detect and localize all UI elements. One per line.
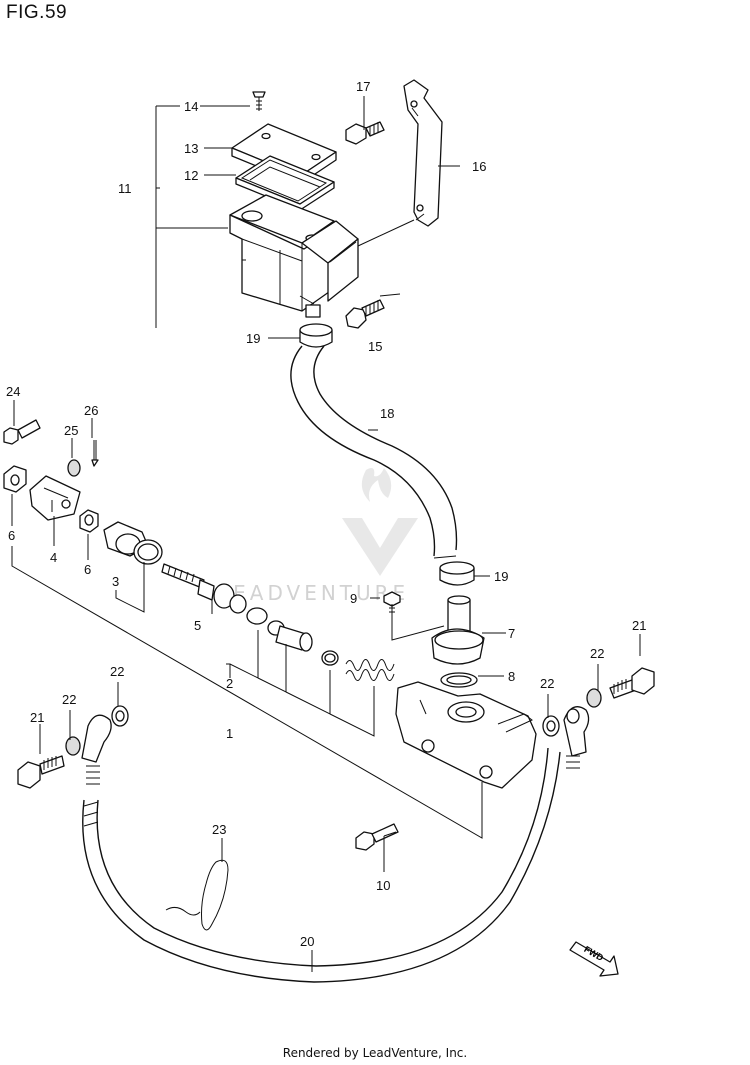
watermark-logo (342, 468, 418, 576)
callout-17: 17 (356, 79, 370, 94)
callout-22a: 22 (110, 664, 124, 679)
callout-6b: 6 (84, 562, 91, 577)
callout-5: 5 (194, 618, 201, 633)
leader-lines (11, 96, 641, 972)
callout-8: 8 (508, 669, 515, 684)
footer-credit: Rendered by LeadVenture, Inc. (282, 1046, 468, 1060)
callout-19a: 19 (246, 331, 260, 346)
callout-2: 2 (226, 676, 233, 691)
callout-22d: 22 (540, 676, 554, 691)
callout-26: 26 (84, 403, 98, 418)
callout-25: 25 (64, 423, 78, 438)
figure-title: FIG.59 (6, 2, 68, 23)
callout-10: 10 (376, 878, 390, 893)
watermark-text: LEADVENTURE (218, 581, 409, 605)
fitting-assembly (383, 591, 485, 688)
brake-hose-assembly (17, 667, 655, 983)
fwd-arrow-icon: FWD (569, 941, 619, 977)
callout-15: 15 (368, 339, 382, 354)
callout-13: 13 (184, 141, 198, 156)
hose-18 (290, 345, 458, 559)
callout-7: 7 (508, 626, 515, 641)
callout-1: 1 (226, 726, 233, 741)
callout-labels: 1 2 3 4 5 6 6 7 8 9 10 11 12 13 14 15 16… (6, 79, 646, 949)
callout-21b: 21 (632, 618, 646, 633)
master-cylinder-row (3, 419, 537, 851)
callout-18: 18 (380, 406, 394, 421)
callout-20: 20 (300, 934, 314, 949)
callout-14: 14 (184, 99, 198, 114)
callout-11: 11 (118, 181, 132, 196)
callout-4: 4 (50, 550, 57, 565)
callout-3: 3 (112, 574, 119, 589)
callout-21a: 21 (30, 710, 44, 725)
callout-19b: 19 (494, 569, 508, 584)
callout-16: 16 (472, 159, 486, 174)
callout-22b: 22 (62, 692, 76, 707)
callout-23: 23 (212, 822, 226, 837)
callout-22c: 22 (590, 646, 604, 661)
callout-24: 24 (6, 384, 20, 399)
reservoir-assembly (229, 79, 443, 348)
callout-12: 12 (184, 168, 198, 183)
clamp-19-lower (439, 561, 475, 586)
callout-9: 9 (350, 591, 357, 606)
callout-6a: 6 (8, 528, 15, 543)
